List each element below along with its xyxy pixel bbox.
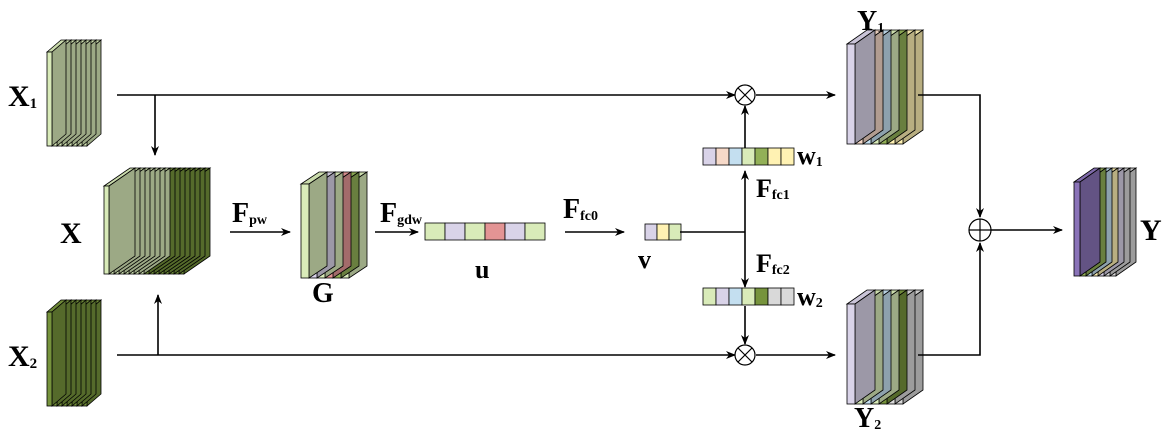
y1-label: Y1	[857, 6, 884, 37]
multiply-operator-2	[734, 344, 756, 366]
w1-label: w1	[797, 141, 823, 170]
vector-cell	[728, 147, 743, 166]
vector-cell	[728, 287, 743, 306]
u-vector	[424, 222, 546, 241]
y2-tensor-block	[845, 289, 925, 405]
x-label: X	[60, 217, 82, 250]
vector-cell	[504, 222, 526, 241]
channel-slab	[102, 167, 137, 275]
v-vector	[644, 223, 682, 241]
vector-cell	[656, 223, 670, 241]
channel-slab	[1072, 167, 1102, 277]
vector-cell	[702, 147, 717, 166]
y-label: Y	[1140, 214, 1162, 247]
vector-cell	[754, 287, 769, 306]
fpw-label: Fpw	[232, 198, 268, 229]
ffc0-label: Ffc0	[563, 194, 598, 225]
vector-cell	[767, 147, 782, 166]
add-operator	[968, 218, 992, 242]
x2-label: X2	[8, 340, 37, 373]
w2-label: w2	[797, 282, 823, 311]
g-label: G	[312, 278, 334, 309]
vector-cell	[702, 287, 717, 306]
y-tensor-block	[1072, 167, 1138, 277]
channel-slab	[845, 289, 877, 405]
vector-cell	[644, 223, 658, 241]
vector-cell	[780, 287, 795, 306]
channel-slab	[45, 39, 68, 147]
y2-label: Y2	[854, 403, 881, 432]
vector-cell	[484, 222, 506, 241]
v-label: v	[638, 245, 651, 274]
multiply-operator-1	[734, 84, 756, 106]
g-tensor-block	[299, 171, 369, 279]
vector-cell	[741, 287, 756, 306]
vector-cell	[754, 147, 769, 166]
vector-cell	[424, 222, 446, 241]
vector-cell	[464, 222, 486, 241]
y1-to-add-arrow	[918, 94, 984, 218]
x1-label: X1	[8, 80, 37, 113]
x-tensor-block	[102, 167, 212, 275]
channel-slab	[845, 29, 877, 145]
vector-cell	[767, 287, 782, 306]
vector-cell	[780, 147, 795, 166]
connections	[117, 91, 1063, 359]
channel-slab	[45, 299, 68, 407]
vector-cell	[524, 222, 546, 241]
y1-tensor-block	[845, 29, 925, 145]
vector-cell	[668, 223, 682, 241]
u-label: u	[475, 255, 489, 284]
ffc1-label: Ffc1	[756, 174, 790, 203]
vector-cell	[715, 147, 730, 166]
channel-slab	[299, 171, 329, 279]
y2-to-add-arrow	[918, 242, 984, 356]
ffc2-label: Ffc2	[756, 249, 790, 278]
vector-cell	[741, 147, 756, 166]
w1-vector	[702, 147, 795, 166]
fgdw-label: Fgdw	[380, 198, 423, 229]
vector-cell	[715, 287, 730, 306]
x2-tensor-block	[45, 299, 103, 407]
x1-tensor-block	[45, 39, 103, 147]
vector-cell	[444, 222, 466, 241]
w2-vector	[702, 287, 795, 306]
